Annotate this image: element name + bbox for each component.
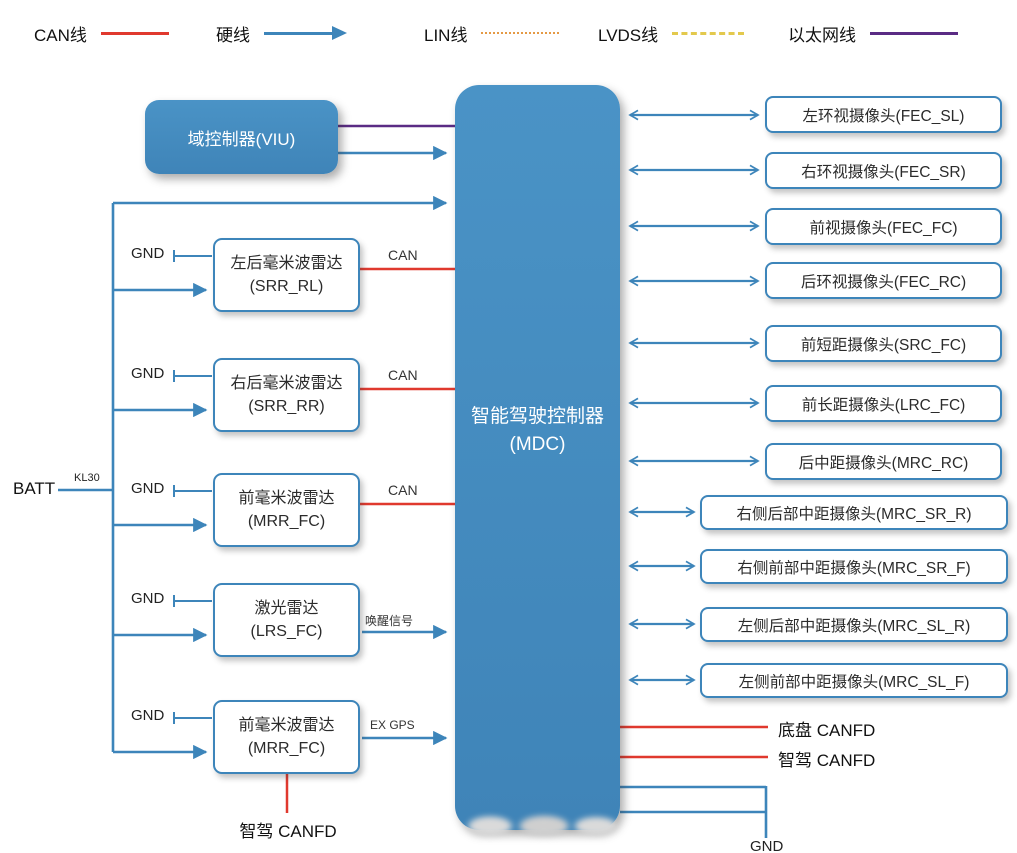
- legend-item-lvds: LVDS线: [598, 20, 745, 46]
- gnd-stub-lines: [173, 250, 212, 724]
- legend-label-can: CAN线: [34, 25, 87, 45]
- mdc-box: 智能驾驶控制器(MDC): [455, 85, 620, 830]
- camera-box-lrc-fc: 前长距摄像头(LRC_FC): [765, 385, 1002, 422]
- device-label: 右后毫米波雷达(SRR_RR): [230, 375, 343, 415]
- legend-item-ethernet: 以太网线: [788, 20, 958, 46]
- can-line-sample: [100, 31, 169, 35]
- camera-label: 右侧前部中距摄像头(MRC_SR_F): [737, 559, 971, 577]
- can-lines: [285, 267, 768, 813]
- gnd-label: GND: [131, 365, 165, 382]
- camera-label: 右侧后部中距摄像头(MRC_SR_R): [736, 505, 972, 523]
- camera-box-fec-rc: 后环视摄像头(FEC_RC): [765, 262, 1002, 299]
- legend-label-hardwire: 硬线: [216, 25, 250, 45]
- legend-item-hardwire: 硬线: [216, 20, 348, 46]
- ex-gps-label: EX GPS: [370, 718, 415, 732]
- watermark-blur: [458, 808, 626, 844]
- gnd-label: GND: [131, 707, 165, 724]
- can-label: CAN: [388, 247, 418, 263]
- camera-label: 左侧后部中距摄像头(MRC_SL_R): [737, 617, 971, 635]
- ethernet-line-sample: [870, 31, 958, 35]
- hardwire-lines: [58, 145, 768, 838]
- gnd-label: GND: [131, 245, 165, 262]
- camera-box-mrc-sr-f: 右侧前部中距摄像头(MRC_SR_F): [700, 549, 1008, 584]
- camera-label: 后环视摄像头(FEC_RC): [800, 273, 967, 291]
- kl30-label: KL30: [74, 472, 100, 484]
- legend-label-lin: LIN线: [424, 25, 468, 45]
- camera-link-lines: [628, 109, 760, 686]
- can-label: CAN: [388, 367, 418, 383]
- device-box-lrs-fc: 激光雷达 (LRS_FC): [213, 583, 360, 657]
- device-box-mrr-fc-2: 前毫米波雷达(MRR_FC): [213, 700, 360, 774]
- camera-label: 前长距摄像头(LRC_FC): [801, 396, 966, 414]
- gnd-label: GND: [131, 590, 165, 607]
- viu-label: 域控制器(VIU): [187, 129, 296, 149]
- camera-label: 后中距摄像头(MRC_RC): [798, 454, 969, 472]
- legend-label-ethernet: 以太网线: [788, 25, 856, 45]
- camera-box-fec-sl: 左环视摄像头(FEC_SL): [765, 96, 1002, 133]
- gnd-label: GND: [131, 480, 165, 497]
- lvds-line-sample: [672, 31, 745, 35]
- camera-box-src-fc: 前短距摄像头(SRC_FC): [765, 325, 1002, 362]
- device-box-srr-rl: 左后毫米波雷达(SRR_RL): [213, 238, 360, 312]
- device-label: 前毫米波雷达(MRR_FC): [238, 717, 335, 757]
- device-label: 激光雷达 (LRS_FC): [250, 600, 323, 640]
- wake-signal-label: 唤醒信号: [365, 614, 414, 628]
- camera-box-mrc-sl-r: 左侧后部中距摄像头(MRC_SL_R): [700, 607, 1008, 642]
- camera-box-mrc-sl-f: 左侧前部中距摄像头(MRC_SL_F): [700, 663, 1008, 698]
- camera-label: 右环视摄像头(FEC_SR): [801, 163, 966, 181]
- camera-label: 左环视摄像头(FEC_SL): [802, 107, 965, 125]
- camera-box-mrc-sr-r: 右侧后部中距摄像头(MRC_SR_R): [700, 495, 1008, 530]
- ad-canfd-label: 智驾 CANFD: [778, 751, 876, 770]
- gnd-bottom-label: GND: [750, 838, 784, 853]
- camera-box-fec-sr: 右环视摄像头(FEC_SR): [765, 152, 1002, 189]
- hardwire-arrow-sample: [264, 26, 348, 40]
- lin-line-sample: [481, 32, 560, 34]
- device-label: 前毫米波雷达(MRR_FC): [238, 490, 335, 530]
- legend-item-lin: LIN线: [424, 20, 560, 46]
- device-label: 左后毫米波雷达(SRR_RL): [230, 255, 343, 295]
- viu-box: 域控制器(VIU): [145, 100, 338, 174]
- camera-label: 左侧前部中距摄像头(MRC_SL_F): [738, 673, 970, 691]
- mdc-label: 智能驾驶控制器(MDC): [470, 406, 604, 455]
- chassis-canfd-label: 底盘 CANFD: [778, 721, 876, 740]
- legend-item-can: CAN线: [34, 20, 169, 46]
- ad-canfd-radar-label: 智驾 CANFD: [239, 822, 337, 841]
- can-label: CAN: [388, 482, 418, 498]
- camera-box-mrc-rc: 后中距摄像头(MRC_RC): [765, 443, 1002, 480]
- camera-label: 前短距摄像头(SRC_FC): [800, 336, 967, 354]
- legend-label-lvds: LVDS线: [598, 25, 659, 45]
- batt-label: BATT: [13, 479, 56, 498]
- device-box-srr-rr: 右后毫米波雷达(SRR_RR): [213, 358, 360, 432]
- device-box-mrr-fc: 前毫米波雷达(MRR_FC): [213, 473, 360, 547]
- camera-box-fec-fc: 前视摄像头(FEC_FC): [765, 208, 1002, 245]
- camera-label: 前视摄像头(FEC_FC): [809, 219, 958, 237]
